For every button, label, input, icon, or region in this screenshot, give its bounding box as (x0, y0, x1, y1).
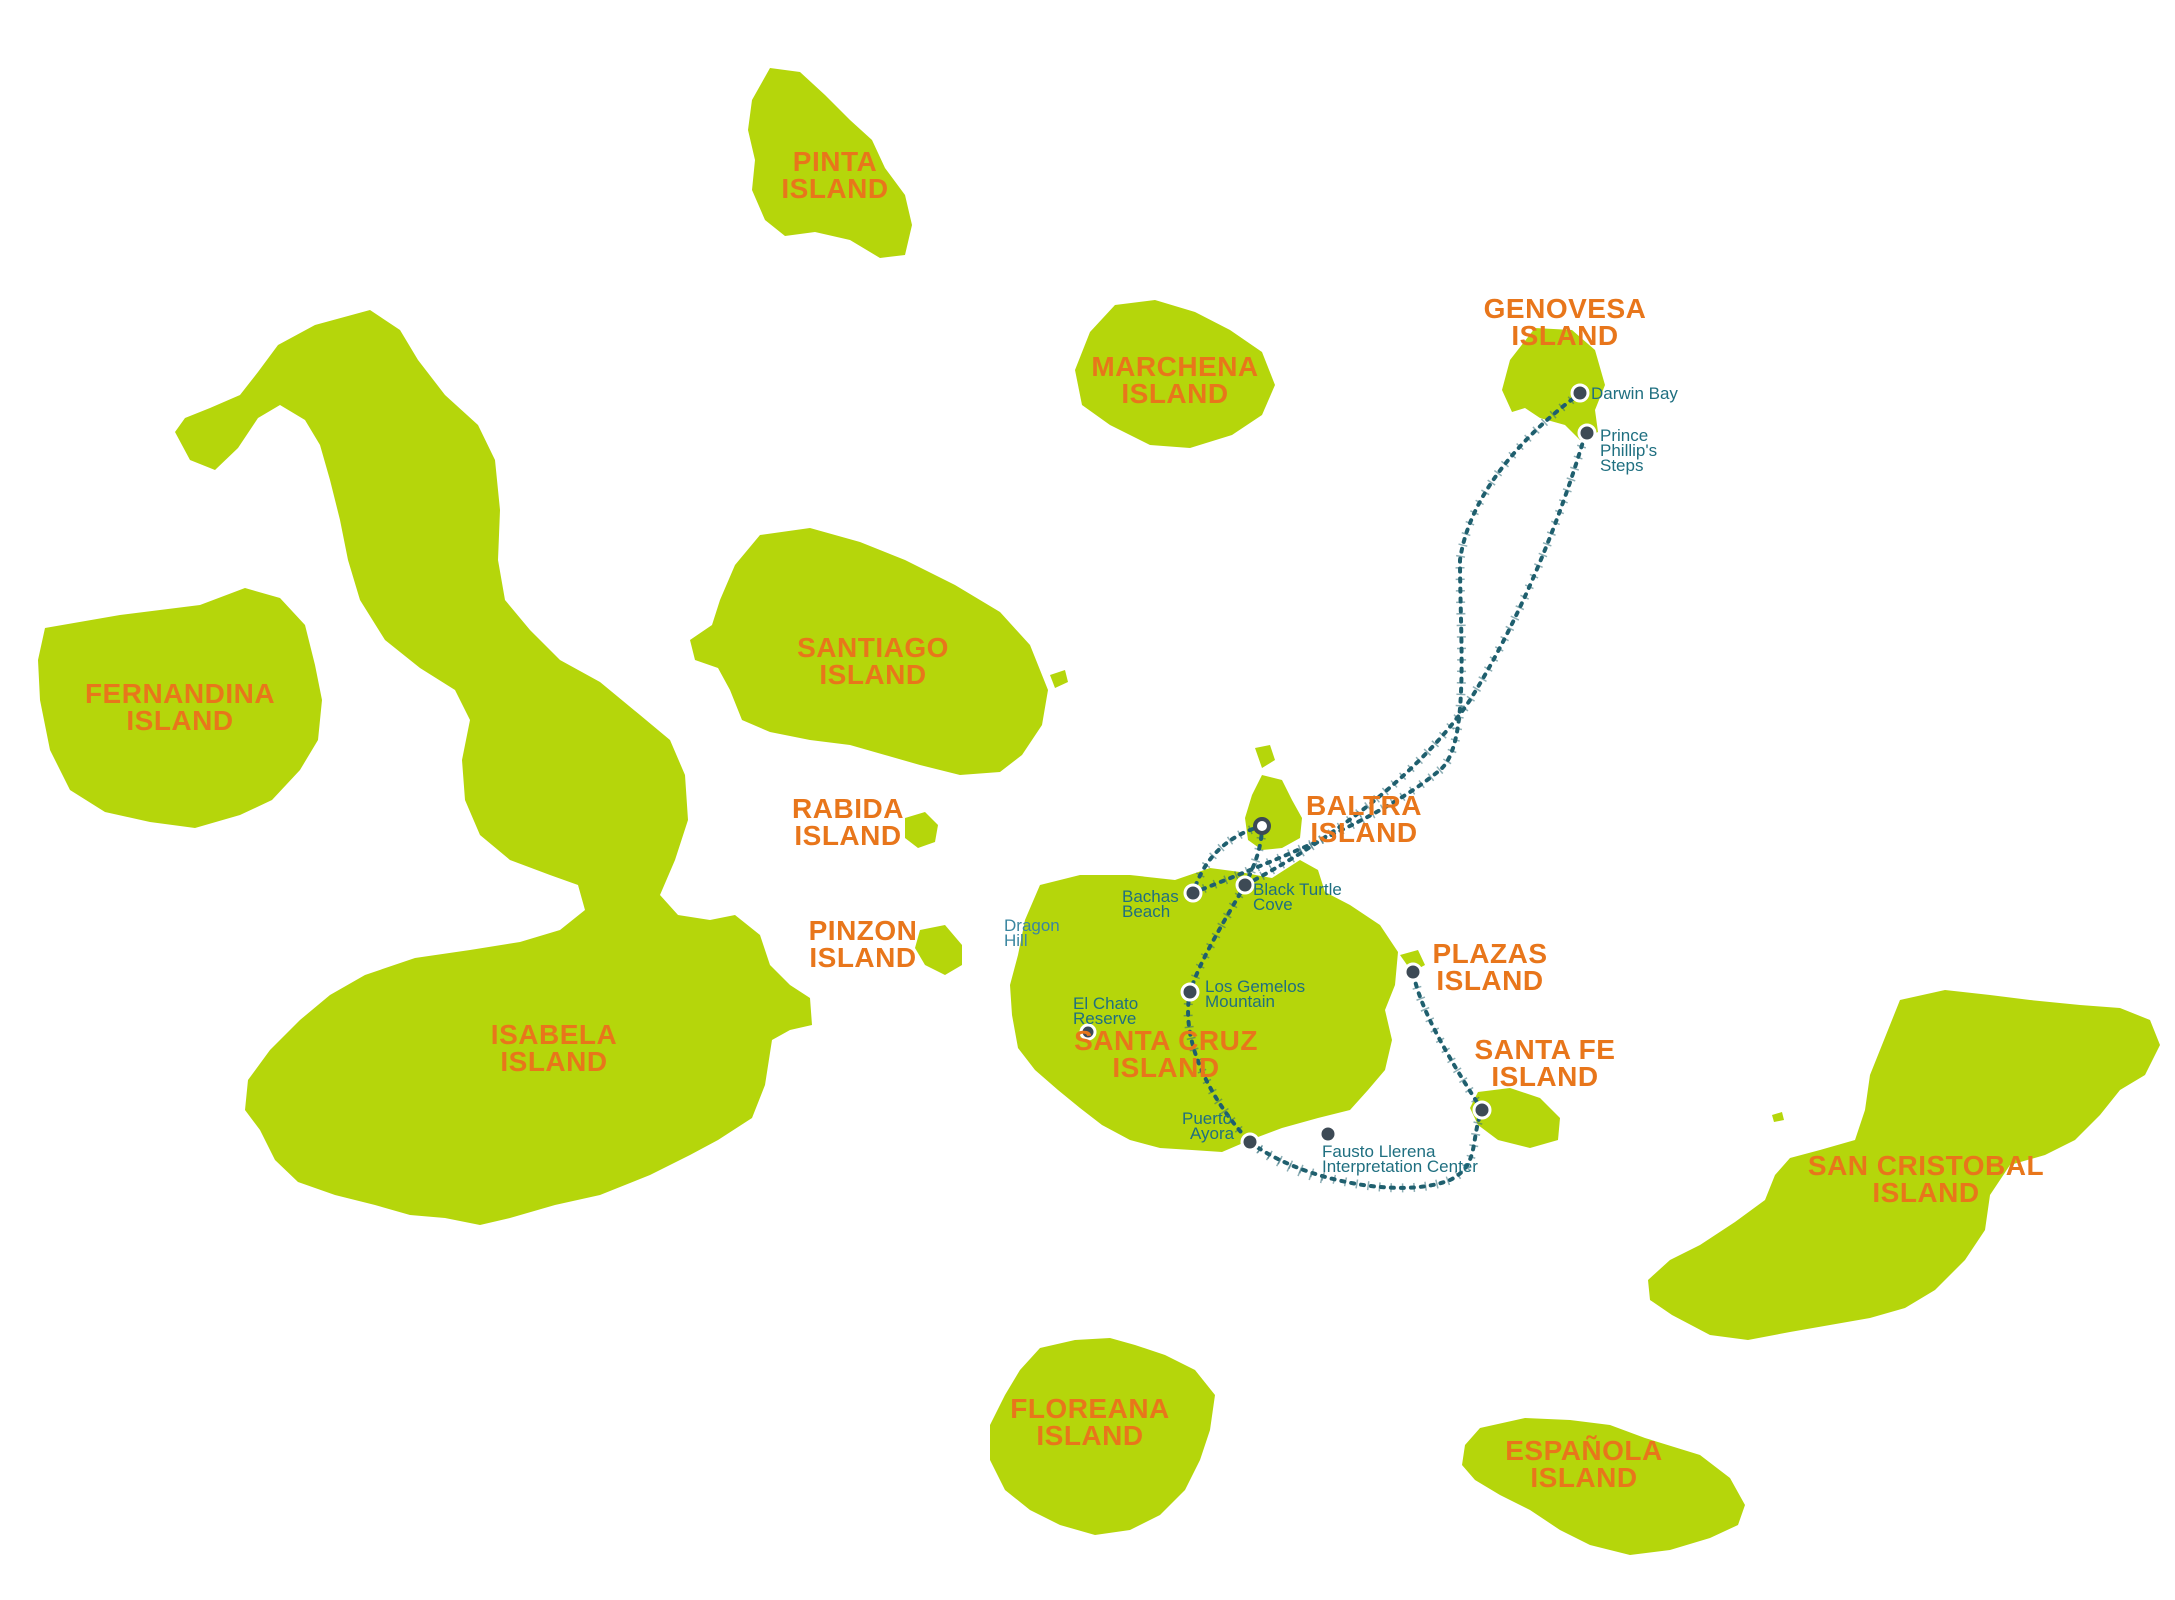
route-puerto-santafe (1248, 1108, 1484, 1190)
santa-fe-stop-icon[interactable] (1472, 1100, 1492, 1120)
route-layer (1183, 391, 1590, 1193)
genovesa-island-shape[interactable] (1502, 328, 1605, 440)
los-gemelos-stop-icon[interactable] (1180, 982, 1200, 1002)
route-santafe-plazas (1411, 970, 1484, 1112)
santiago-island-shape[interactable] (690, 528, 1048, 775)
marchena-island-shape[interactable] (1075, 300, 1275, 448)
el-chato-stop-icon[interactable] (1079, 1023, 1097, 1041)
fausto-llerena-stop-icon[interactable] (1318, 1124, 1338, 1144)
start-point-icon[interactable] (1253, 817, 1271, 835)
stops-layer (1079, 383, 1597, 1152)
santa-cruz-island-shape[interactable] (1010, 860, 1398, 1152)
darwin-bay-stop-icon[interactable] (1570, 383, 1590, 403)
baltra-island-shape[interactable] (1245, 745, 1302, 850)
route-baltra-blackturtle (1243, 824, 1264, 887)
fernandina-island-shape[interactable] (38, 588, 322, 828)
espanola-island-shape[interactable] (1462, 1418, 1745, 1555)
floreana-island-shape[interactable] (990, 1338, 1215, 1535)
prince-phillips-steps-stop-icon[interactable] (1577, 423, 1597, 443)
santiago-islet-shape (1050, 670, 1068, 688)
pinta-island-shape[interactable] (748, 68, 912, 258)
plazas-stop-icon[interactable] (1403, 962, 1423, 982)
route-blackturtle-gemelos (1188, 883, 1247, 994)
darwin-bay-label: Darwin Bay (1591, 384, 1678, 403)
route-steps-blackturtle (1243, 433, 1587, 887)
san-cristobal-island-shape[interactable] (1648, 990, 2160, 1340)
route-gemelos-puerto (1186, 990, 1252, 1144)
san-cristobal-islet-shape (1772, 1112, 1784, 1122)
puerto-ayora-stop-icon[interactable] (1240, 1132, 1260, 1152)
isabela-island-shape[interactable] (175, 310, 812, 1225)
black-turtle-cove-stop-icon[interactable] (1235, 875, 1255, 895)
route-baltra-bachas (1191, 824, 1264, 895)
bachas-beach-stop-icon[interactable] (1183, 883, 1203, 903)
islands-layer (38, 68, 2160, 1555)
rabida-island-shape[interactable] (905, 812, 938, 848)
pinzon-island-shape[interactable] (915, 925, 962, 975)
santa-fe-island-shape[interactable] (1470, 1088, 1560, 1148)
